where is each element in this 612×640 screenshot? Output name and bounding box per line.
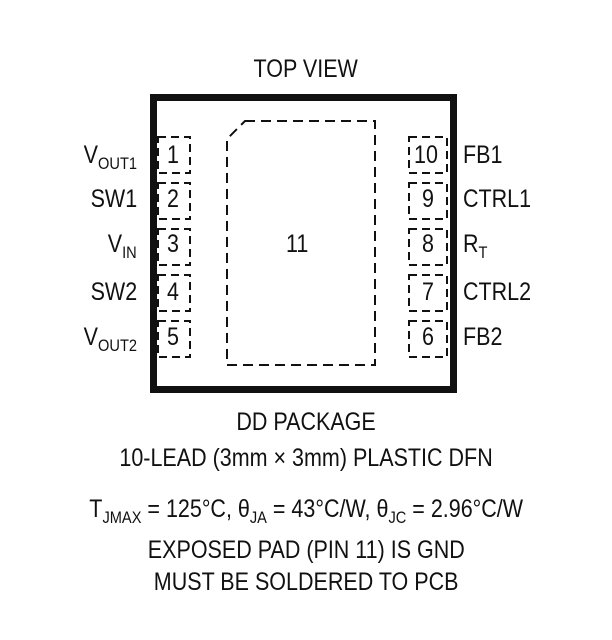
pin-pad-5 <box>157 320 191 358</box>
pin-pad-2 <box>157 182 191 220</box>
pin-pad-9 <box>408 182 448 220</box>
pin-number-3: 3 <box>167 230 179 258</box>
package-body <box>150 94 457 393</box>
pin-name-fb1: FB1 <box>463 141 503 169</box>
diagram-title: TOP VIEW <box>0 57 612 82</box>
pin-number-2: 2 <box>167 185 179 213</box>
pin-number-9: 9 <box>422 185 434 213</box>
pin-name-vout2: VOUT2 <box>83 323 137 355</box>
exposed-pad-note-line-2: MUST BE SOLDERED TO PCB <box>153 568 459 596</box>
exposed-pad-outline <box>226 120 376 366</box>
package-caption-line-2: 10-LEAD (3mm × 3mm) PLASTIC DFN <box>119 444 493 472</box>
package-outline-drawing <box>150 94 457 393</box>
right-pin-pads <box>408 136 448 358</box>
pin-pad-10 <box>408 136 448 174</box>
pin-name-vout1: VOUT1 <box>83 141 137 173</box>
pin-pad-3 <box>157 228 191 266</box>
pin-pad-1 <box>157 136 191 174</box>
thermal-specs: TJMAX = 125°C, θJA = 43°C/W, θJC = 2.96°… <box>89 495 523 527</box>
pin-name-ctrl2: CTRL2 <box>463 278 532 306</box>
exposed-pad-label: 11 <box>286 230 309 258</box>
pin-pad-8 <box>408 228 448 266</box>
pin-name-fb2: FB2 <box>463 323 503 351</box>
pin-number-5: 5 <box>167 323 179 351</box>
pin-name-vin: VIN <box>108 230 137 262</box>
exposed-pad-note-line-1: EXPOSED PAD (PIN 11) IS GND <box>147 536 465 564</box>
pin-name-sw2: SW2 <box>90 278 137 306</box>
pin-pad-6 <box>408 320 448 358</box>
pin-pad-4 <box>157 274 191 312</box>
pin-number-4: 4 <box>167 278 179 306</box>
pin-name-rt: RT <box>463 230 488 262</box>
pin-pad-7 <box>408 274 448 312</box>
pin-number-1: 1 <box>167 141 179 169</box>
diagram-title-text: TOP VIEW <box>253 55 359 83</box>
pin-name-sw1: SW1 <box>90 185 137 213</box>
pin-name-ctrl1: CTRL1 <box>463 185 532 213</box>
pin-number-7: 7 <box>422 278 434 306</box>
pin-number-8: 8 <box>422 230 434 258</box>
left-pin-pads <box>157 136 191 358</box>
pin-number-10: 10 <box>414 141 438 169</box>
pin-number-6: 6 <box>422 323 434 351</box>
package-caption-line-1: DD PACKAGE <box>236 408 376 436</box>
